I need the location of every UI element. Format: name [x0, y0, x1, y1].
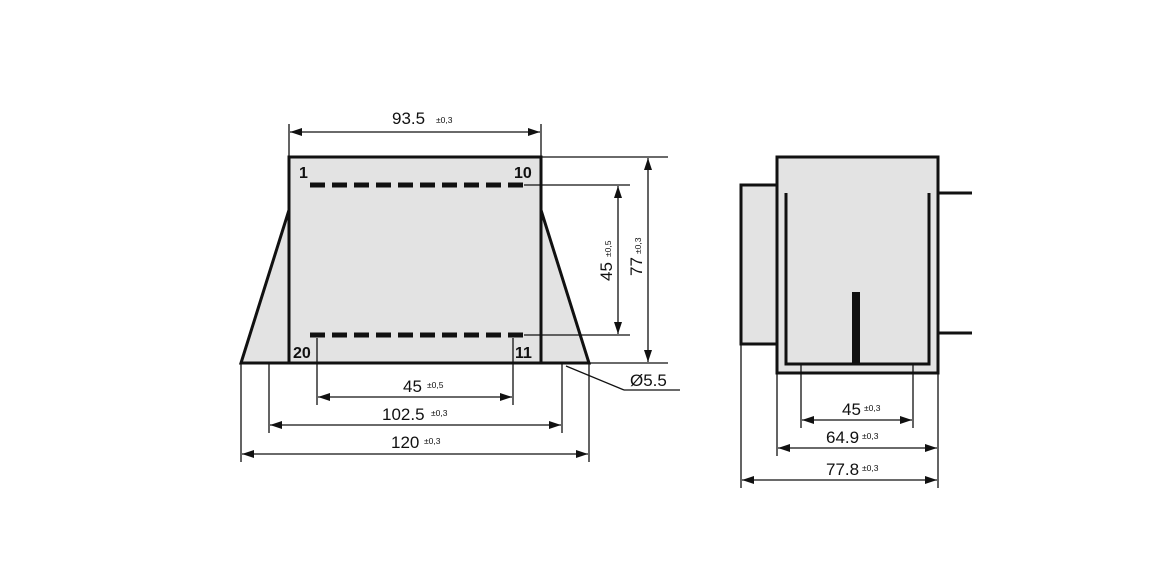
- side-inner-width-tol: ±0,3: [862, 431, 879, 441]
- dimension-side-pin-span: 45 ±0,3: [800, 372, 914, 428]
- dimension-side-overall-width: 77.8 ±0,3: [740, 344, 939, 488]
- dimension-bottom-pin-span: 45 ±0,5: [316, 338, 514, 405]
- dimension-outer-height: 77 ±0,3: [541, 156, 668, 364]
- mount-span-tol: ±0,3: [431, 408, 448, 418]
- side-view: 45 ±0,3 64.9 ±0,3 77.8 ±0,3: [739, 155, 972, 488]
- side-overall-width-value: 77.8: [826, 460, 859, 479]
- pin-height-tol: ±0,5: [603, 240, 613, 257]
- pin-label-10: 10: [514, 165, 532, 182]
- pin-height-value: 45: [597, 262, 616, 281]
- hole-diameter-value: Ø5.5: [630, 371, 667, 390]
- top-width-tol: ±0,3: [436, 115, 453, 125]
- front-view: 1 10 20 11 93.5 ±0,3 77 ±0,3 45 ±0,5: [238, 109, 680, 462]
- side-pin-span-tol: ±0,3: [864, 403, 881, 413]
- top-width-value: 93.5: [392, 109, 425, 128]
- side-pin-span-value: 45: [842, 400, 861, 419]
- bottom-pin-span-tol: ±0,5: [427, 380, 444, 390]
- dimension-mount-span: 102.5 ±0,3: [268, 363, 563, 433]
- side-overall-width-tol: ±0,3: [862, 463, 879, 473]
- hole-diameter-callout: Ø5.5: [565, 365, 680, 391]
- side-flange: [739, 183, 779, 346]
- bottom-pin-span-value: 45: [403, 377, 422, 396]
- outer-height-value: 77: [627, 257, 646, 276]
- pin-label-20: 20: [293, 345, 311, 362]
- transformer-body-front: [287, 155, 543, 365]
- side-inner-width-value: 64.9: [826, 428, 859, 447]
- pin-label-11: 11: [515, 345, 532, 362]
- bobbin-divider: [852, 292, 860, 364]
- base-width-tol: ±0,3: [424, 436, 441, 446]
- dimension-pin-height: 45 ±0,5: [524, 184, 630, 336]
- base-width-value: 120: [391, 433, 419, 452]
- outer-height-tol: ±0,3: [633, 237, 643, 254]
- mount-span-value: 102.5: [382, 405, 425, 424]
- dimension-side-inner-width: 64.9 ±0,3: [776, 373, 939, 456]
- dimension-top-width: 93.5 ±0,3: [288, 109, 542, 157]
- pin-label-1: 1: [299, 165, 308, 182]
- dimension-base-width: 120 ±0,3: [240, 363, 590, 462]
